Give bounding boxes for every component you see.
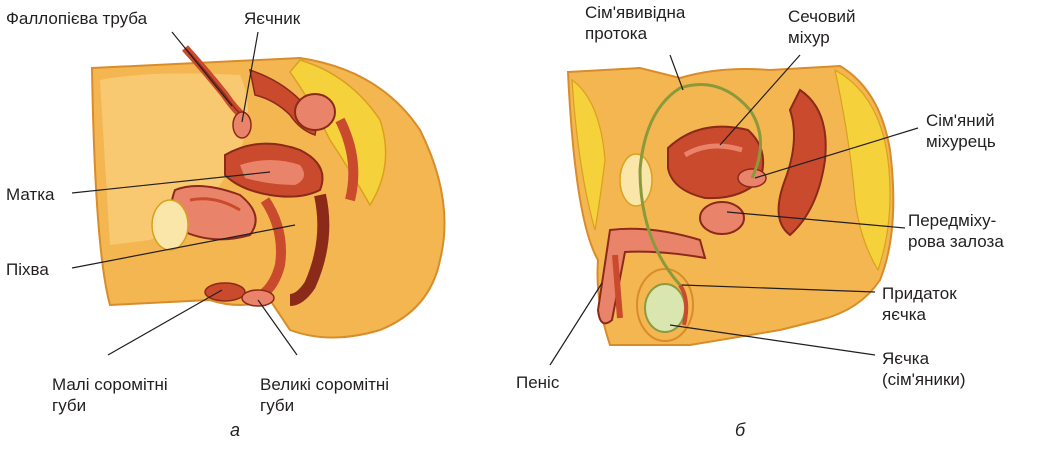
female-anatomy-illustration [92, 48, 445, 338]
caption-a: а [230, 420, 240, 441]
label-labia-majora: Великі соромітні губи [260, 374, 389, 416]
male-anatomy-illustration [568, 66, 893, 345]
label-bladder: Сечовий міхур [788, 6, 856, 48]
label-vas-deferens: Сім'явивідна протока [585, 2, 685, 44]
label-epididymis: Придаток яєчка [882, 283, 957, 325]
leader-penis [550, 283, 602, 365]
label-seminal-vesicle: Сім'яний міхурець [926, 110, 996, 152]
label-ovary: Яєчник [244, 8, 300, 29]
label-penis: Пеніс [516, 372, 559, 393]
label-fallopian-tube: Фаллопієва труба [6, 8, 147, 29]
caption-b: б [735, 420, 745, 441]
label-testes: Яєчка (сім'яники) [882, 348, 966, 390]
label-uterus: Матка [6, 184, 55, 205]
label-vagina: Піхва [6, 259, 49, 280]
label-prostate: Передміху- рова залоза [908, 210, 1004, 252]
label-labia-minora: Малі соромітні губи [52, 374, 168, 416]
